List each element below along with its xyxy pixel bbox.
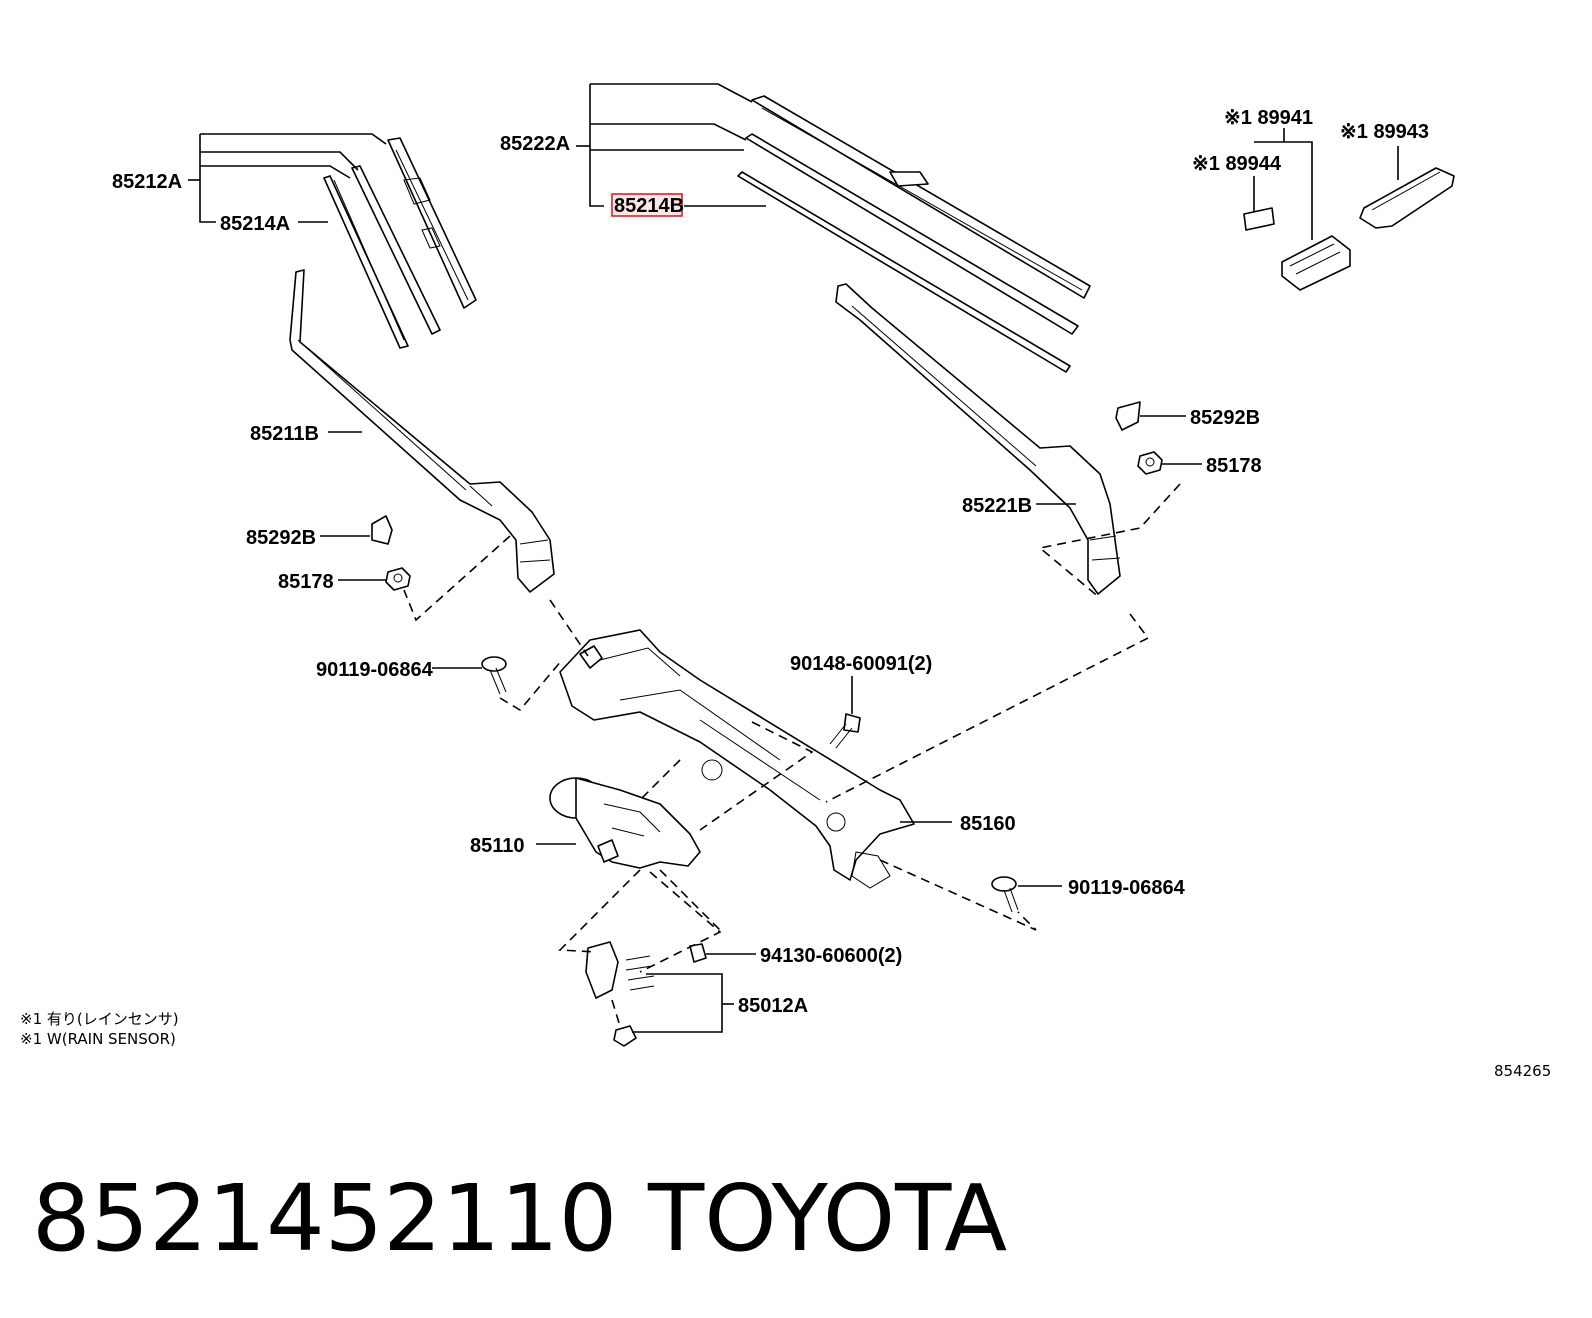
rain-sensor-parts [1243, 167, 1455, 291]
right-nut-85178 [1137, 451, 1163, 475]
assembly-dashed-lines [403, 483, 1181, 1027]
wiper-motor [549, 777, 701, 869]
label-85292B-left: 85292B [246, 527, 316, 549]
label-85292B-right: 85292B [1190, 407, 1260, 429]
label-94130: 94130-60600(2) [760, 945, 902, 967]
note-line-2: ※1 W(RAIN SENSOR) [20, 1030, 176, 1048]
right-wiper-arm [835, 283, 1121, 595]
bracket-85222A [576, 83, 766, 207]
label-89944: ※1 89944 [1192, 153, 1282, 175]
label-85211B: 85211B [250, 423, 319, 445]
left-nut-85178 [385, 567, 411, 591]
bolt-90148 [829, 713, 861, 749]
bolt-90119-right [991, 876, 1019, 913]
label-85178-left: 85178 [278, 571, 334, 593]
left-cap-85292B [371, 515, 393, 545]
diagram-code: 854265 [1494, 1062, 1551, 1080]
label-85214B[interactable]: 85214B [614, 195, 684, 217]
label-85110: 85110 [470, 835, 525, 857]
grommet-94130 [689, 943, 707, 963]
label-90119-left: 90119-06864 [316, 659, 434, 681]
bolt-90119-left [481, 656, 507, 695]
bracket-85212A [188, 133, 387, 223]
label-90148: 90148-60091(2) [790, 653, 932, 675]
left-wiper-arm [289, 269, 555, 593]
bracket-set-85012A [585, 941, 655, 1047]
title-brand: TOYOTA [647, 1165, 1007, 1272]
label-85160: 85160 [960, 813, 1016, 835]
label-85178-right: 85178 [1206, 455, 1262, 477]
highlight-box-85214B [611, 193, 683, 217]
title-part-number: 8521452110 [32, 1165, 617, 1272]
right-blade-assembly [737, 95, 1091, 373]
right-cap-85292B [1115, 401, 1141, 431]
note-line-1: ※1 有り(レインセンサ) [20, 1010, 179, 1028]
label-89941: ※1 89941 [1224, 107, 1313, 129]
bracket-89941 [1253, 128, 1399, 240]
label-89943: ※1 89943 [1340, 121, 1429, 143]
wiper-linkage [559, 629, 915, 889]
label-85214A: 85214A [220, 213, 290, 235]
label-85222A: 85222A [500, 133, 570, 155]
label-85212A: 85212A [112, 171, 182, 193]
left-blade-assembly [323, 137, 477, 349]
label-90119-right: 90119-06864 [1068, 877, 1186, 899]
label-85221B: 85221B [962, 495, 1032, 517]
bracket-85012A-lines [632, 973, 723, 1033]
label-85012A: 85012A [738, 995, 808, 1017]
